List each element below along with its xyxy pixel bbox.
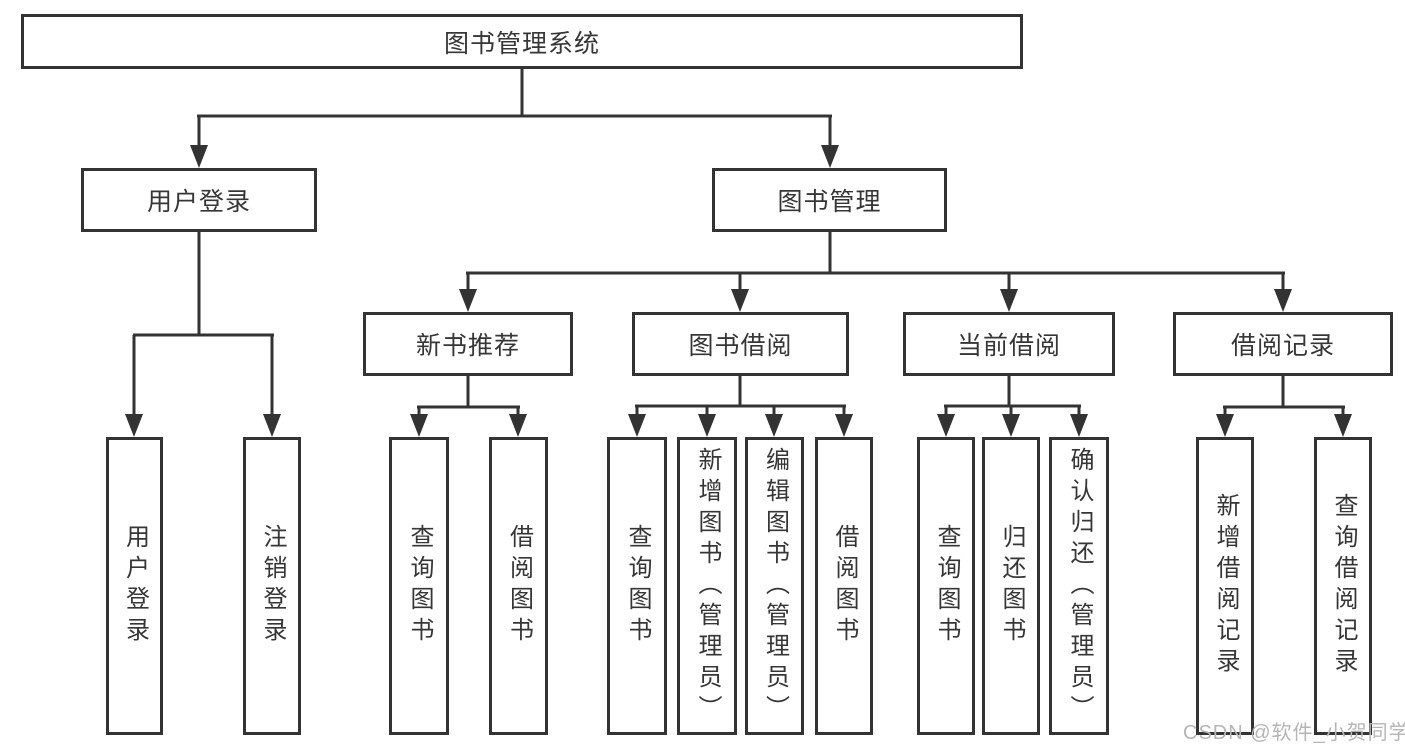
node-label: 借阅图书 [831, 524, 858, 648]
node-label: 用户登录 [121, 524, 149, 648]
node-label: 查询图书 [624, 524, 651, 648]
node-label: 注销登录 [259, 524, 286, 648]
node-label: 新书推荐 [415, 332, 520, 360]
leaf-return-books: 归还图书 [982, 437, 1040, 735]
leaf-borrow-books: 借阅图书 [815, 437, 873, 735]
node-book-borrowing: 图书借阅 [632, 312, 849, 376]
node-label: 借阅记录 [1230, 332, 1335, 360]
leaf-logout: 注销登录 [243, 437, 301, 735]
node-current-borrowing: 当前借阅 [903, 312, 1115, 376]
node-label: 编辑图书（管理员） [761, 446, 789, 726]
node-label: 用户登录 [146, 188, 251, 216]
node-label: 借阅图书 [505, 524, 533, 648]
node-label: 新增图书（管理员） [694, 446, 721, 726]
leaf-edit-books-admin: 编辑图书（管理员） [745, 437, 804, 735]
node-label: 归还图书 [998, 524, 1025, 648]
node-label: 查询图书 [406, 524, 433, 648]
node-label: 查询借阅记录 [1330, 493, 1357, 679]
node-library-management-system: 图书管理系统 [21, 14, 1023, 69]
node-label: 图书管理系统 [443, 29, 600, 58]
leaf-add-borrow-record: 新增借阅记录 [1196, 437, 1254, 735]
leaf-add-books-admin: 新增图书（管理员） [677, 437, 737, 735]
node-new-book-recommendation: 新书推荐 [363, 312, 573, 376]
leaf-query-borrow-record: 查询借阅记录 [1314, 437, 1372, 735]
leaf-user-login: 用户登录 [106, 437, 163, 735]
leaf-borrow-books-recommend: 借阅图书 [489, 437, 548, 735]
node-label: 新增借阅记录 [1212, 493, 1239, 679]
node-label: 确认归还（管理员） [1066, 446, 1093, 726]
node-label: 图书管理 [777, 188, 882, 216]
node-user-login: 用户登录 [81, 168, 317, 232]
leaf-query-books-recommend: 查询图书 [389, 437, 449, 735]
node-borrowing-records: 借阅记录 [1173, 312, 1393, 376]
node-label: 当前借阅 [956, 332, 1061, 360]
leaf-query-books-current: 查询图书 [917, 437, 975, 735]
node-label: 查询图书 [933, 524, 960, 648]
csdn-watermark: CSDN @软件_小贺同学 [1183, 722, 1405, 744]
node-label: 图书借阅 [688, 332, 793, 360]
leaf-confirm-return-admin: 确认归还（管理员） [1049, 437, 1109, 735]
leaf-query-books-borrowing: 查询图书 [607, 437, 667, 735]
node-book-management: 图书管理 [712, 168, 947, 232]
